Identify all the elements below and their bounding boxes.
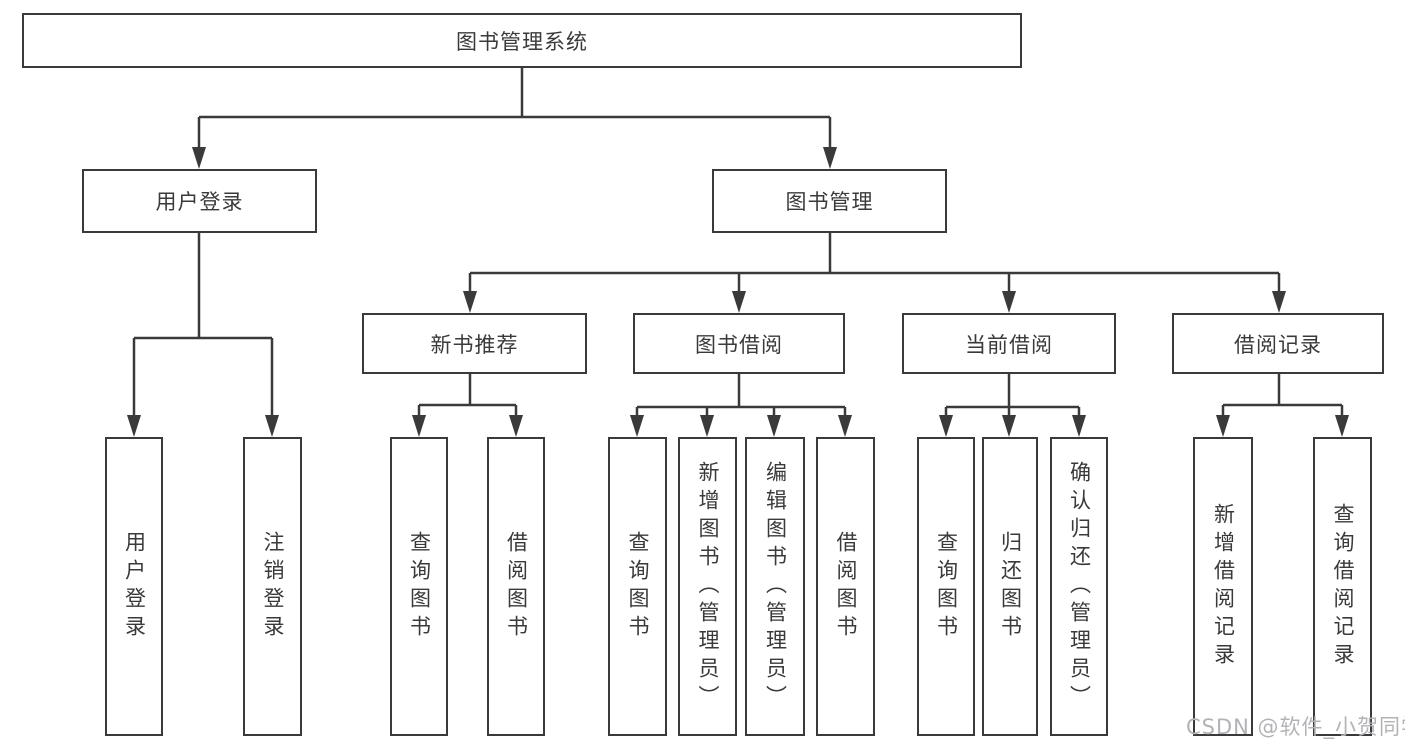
leaf-user-login: 用户登录 bbox=[105, 437, 163, 736]
node-root: 图书管理系统 bbox=[22, 13, 1022, 68]
node-root-label: 图书管理系统 bbox=[456, 29, 588, 54]
node-new-book-recommend-label: 新书推荐 bbox=[430, 332, 519, 357]
node-book-management-label: 图书管理 bbox=[785, 190, 874, 214]
leaf-query-books-current: 查询图书 bbox=[917, 437, 975, 736]
leaf-add-book-admin-label: 新增图书（管理员） bbox=[696, 460, 720, 713]
node-borrow-records: 借阅记录 bbox=[1172, 313, 1384, 374]
leaf-edit-book-admin: 编辑图书（管理员） bbox=[745, 437, 805, 736]
leaf-query-books-recommend-label: 查询图书 bbox=[407, 530, 432, 643]
node-user-login-label: 用户登录 bbox=[155, 190, 244, 214]
leaf-borrow-books-recommend: 借阅图书 bbox=[487, 437, 545, 736]
node-current-borrow-label: 当前借阅 bbox=[965, 332, 1053, 357]
leaf-confirm-return-admin-label: 确认归还（管理员） bbox=[1067, 460, 1092, 713]
leaf-query-borrow-record-label: 查询借阅记录 bbox=[1331, 502, 1355, 671]
leaf-query-books-borrow-label: 查询图书 bbox=[626, 530, 650, 643]
leaf-add-borrow-record-label: 新增借阅记录 bbox=[1211, 502, 1236, 671]
leaf-add-book-admin: 新增图书（管理员） bbox=[678, 437, 737, 736]
leaf-query-books-borrow: 查询图书 bbox=[608, 437, 667, 736]
leaf-return-book-label: 归还图书 bbox=[998, 530, 1023, 643]
leaf-confirm-return-admin: 确认归还（管理员） bbox=[1050, 437, 1108, 736]
leaf-logout: 注销登录 bbox=[243, 437, 302, 736]
leaf-user-login-label: 用户登录 bbox=[122, 530, 147, 643]
leaf-add-borrow-record: 新增借阅记录 bbox=[1193, 437, 1253, 736]
leaf-edit-book-admin-label: 编辑图书（管理员） bbox=[763, 460, 788, 713]
node-book-borrow: 图书借阅 bbox=[633, 313, 845, 374]
leaf-borrow-books-borrow-label: 借阅图书 bbox=[834, 530, 858, 643]
node-user-login: 用户登录 bbox=[82, 169, 317, 233]
leaf-borrow-books-borrow: 借阅图书 bbox=[816, 437, 875, 736]
leaf-logout-label: 注销登录 bbox=[261, 530, 285, 643]
leaf-query-books-recommend: 查询图书 bbox=[390, 437, 448, 736]
leaf-query-books-current-label: 查询图书 bbox=[934, 530, 959, 643]
node-book-management: 图书管理 bbox=[712, 169, 947, 233]
node-current-borrow: 当前借阅 bbox=[902, 313, 1116, 374]
leaf-query-borrow-record: 查询借阅记录 bbox=[1313, 437, 1372, 736]
leaf-return-book: 归还图书 bbox=[982, 437, 1038, 736]
csdn-watermark: CSDN @软件_小贺同学 bbox=[1186, 715, 1405, 739]
node-borrow-records-label: 借阅记录 bbox=[1234, 332, 1322, 357]
node-book-borrow-label: 图书借阅 bbox=[695, 332, 783, 357]
node-new-book-recommend: 新书推荐 bbox=[362, 313, 587, 374]
leaf-borrow-books-recommend-label: 借阅图书 bbox=[504, 530, 529, 643]
